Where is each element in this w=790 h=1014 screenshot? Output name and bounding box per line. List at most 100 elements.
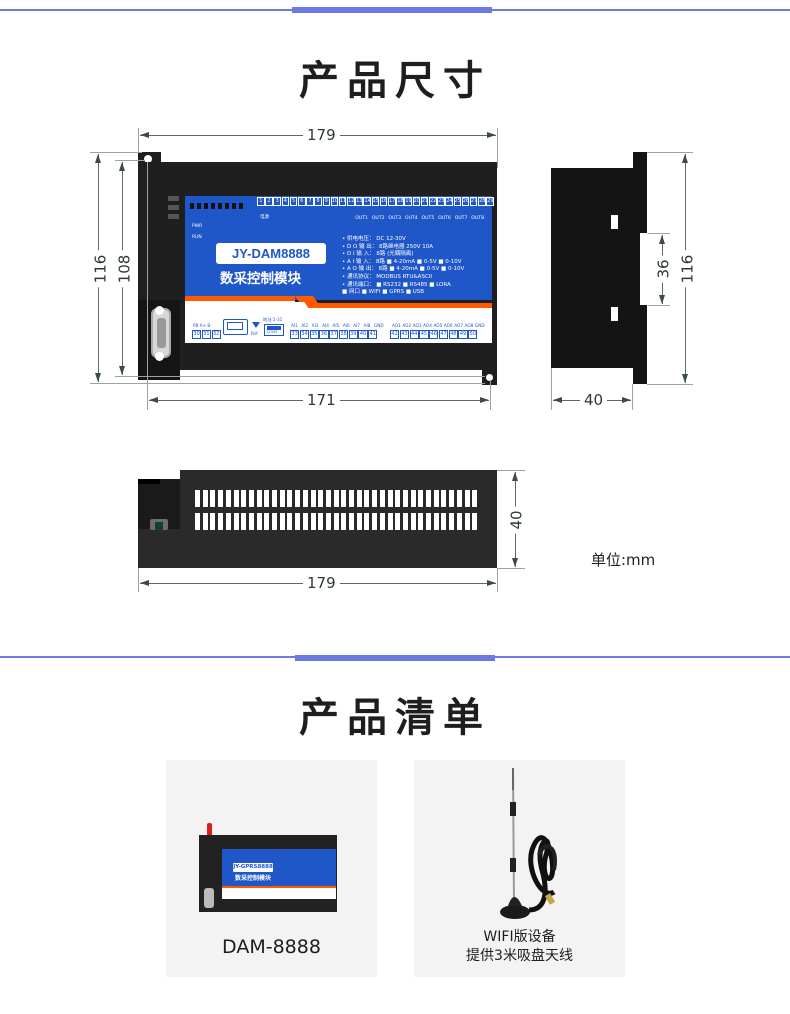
vent-slot [372, 490, 378, 507]
vent-slot [356, 513, 362, 530]
terminal-label: AI4 [322, 323, 329, 328]
mini-module-subtitle: 数采控制模块 [235, 875, 272, 882]
vent-slot [379, 513, 385, 530]
power-label: 电源 [260, 215, 269, 220]
vent-slot [241, 513, 247, 530]
terminal-number: 17 [388, 197, 396, 206]
vent-slot [472, 490, 478, 507]
terminal-number: 3 [273, 197, 281, 206]
arrow-left-icon [553, 397, 562, 403]
vent-slot [287, 513, 293, 530]
led-indicator [168, 214, 179, 219]
vent-slot [218, 513, 224, 530]
terminal-number: 19 [404, 197, 412, 206]
bottom-port-icon [150, 519, 168, 530]
relay-output-label: OUT4 [404, 216, 418, 221]
product-caption-line1: WIFI版设备 [483, 929, 556, 945]
ethernet-port-icon [223, 319, 248, 335]
dim-side-height: 116 [678, 250, 696, 288]
spec-line: • 供电电压： DC 12-30V [342, 236, 406, 242]
mount-hole-icon [144, 155, 152, 163]
status-label-pwr: PWR [192, 224, 203, 229]
terminal-number: 24 [445, 197, 453, 206]
vent-slot [449, 513, 455, 530]
terminal-number: 23 [437, 197, 445, 206]
relay-output-label: OUT2 [371, 216, 385, 221]
bottom-connector-edge [138, 479, 160, 484]
extension-line [648, 305, 670, 306]
vent-slot [433, 490, 439, 507]
vent-slot [218, 490, 224, 507]
vent-slot [256, 513, 262, 530]
vent-slot [364, 513, 370, 530]
db9-connector-icon [151, 308, 171, 358]
terminal-number: 18 [396, 197, 404, 206]
vent-slot [233, 490, 239, 507]
terminal-label: AO1 [392, 323, 401, 328]
terminal-number: 20 [412, 197, 421, 206]
terminal-number: 31 [201, 330, 211, 339]
model-label: JY-DAM8888 [216, 243, 326, 264]
mini-model-label: JY-GPRS8888 [233, 863, 273, 872]
vent-slot [287, 490, 293, 507]
product-caption: DAM-8888 [222, 936, 321, 958]
dim-bottom-width: 179 [303, 575, 340, 591]
vent-slot [256, 490, 262, 507]
terminal-label: GND [374, 323, 384, 328]
vent-slot [302, 490, 308, 507]
vent-slot [410, 513, 416, 530]
vent-slot [456, 513, 462, 530]
vent-slot [210, 490, 216, 507]
vent-slot [325, 490, 331, 507]
extension-line [90, 383, 485, 384]
vent-slot [318, 490, 324, 507]
extension-line [497, 128, 498, 168]
section-divider-accent [295, 655, 495, 661]
vent-slot [295, 513, 301, 530]
terminal-number: 26 [461, 197, 470, 206]
terminal-number: 22 [428, 197, 437, 206]
extension-line [497, 568, 498, 592]
spec-line: • D O 输 出： 8路继电器 250V 10A [342, 243, 434, 250]
vent-slot [418, 513, 424, 530]
terminal-label: AO4 [423, 323, 432, 328]
product-card-antenna: WIFI版设备 提供3米吸盘天线 [414, 760, 625, 977]
terminal-label: AO8 [464, 323, 474, 328]
vent-slot [272, 513, 277, 530]
unit-label: 单位:mm [591, 551, 656, 569]
spec-line: • 通讯端口： ■ RS232 ■ RS485 ■ LORA [342, 281, 451, 288]
vent-slot [272, 490, 277, 507]
terminal-label: AO6 [443, 323, 453, 328]
arrow-down-icon [659, 295, 665, 304]
vent-slot [364, 490, 370, 507]
spec-line: • A I 输 入： 8路 ■ 4-20mA ■ 0-5V ■ 0-10V [342, 258, 462, 265]
product-caption-line2: 提供3米吸盘天线 [466, 948, 573, 964]
antenna-stub-icon [207, 823, 212, 837]
din-rail-slot [640, 233, 648, 305]
terminal-number: 5 [289, 197, 298, 206]
module-subtitle: 数采控制模块 [220, 271, 301, 287]
vent-slot [356, 490, 362, 507]
terminal-number: 11 [338, 197, 347, 206]
terminal-number: 37 [329, 330, 339, 339]
section-title-product-list: 产品清单 [299, 695, 491, 741]
relay-output-label: OUT7 [454, 216, 468, 221]
vent-slot [279, 513, 285, 530]
extension-line [647, 152, 693, 153]
accent-stripe [185, 296, 295, 301]
terminal-number: 38 [338, 330, 349, 339]
vent-slot [325, 513, 331, 530]
address-label: 地址:1-31 [263, 317, 283, 322]
terminal-number: 7 [306, 197, 314, 206]
vent-slot [456, 490, 462, 507]
vent-slot [310, 490, 316, 507]
vent-slot [202, 513, 208, 530]
arrow-up-icon [95, 154, 101, 163]
vent-slot [225, 490, 231, 507]
terminal-number: 10 [330, 197, 339, 206]
